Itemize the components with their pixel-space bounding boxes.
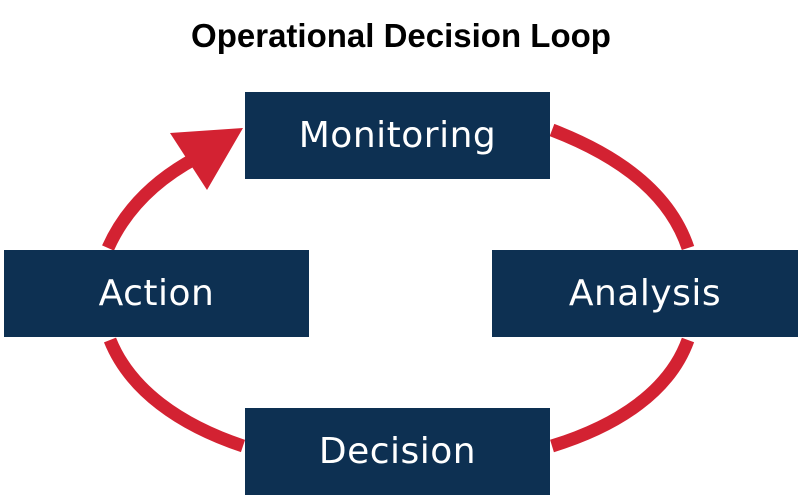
node-decision-label: Decision [318,431,477,472]
diagram-title: Operational Decision Loop [191,17,611,54]
node-action: Action [4,250,309,337]
node-decision: Decision [245,408,550,495]
node-analysis: Analysis [492,250,798,337]
node-analysis-label: Analysis [568,273,722,314]
arc-decision-to-action [103,337,246,453]
node-monitoring-label: Monitoring [298,115,497,156]
arrowhead-icon [170,128,243,190]
arc-action-to-monitoring [102,152,200,251]
arc-analysis-to-decision [550,337,695,453]
node-action-label: Action [98,273,215,314]
arc-monitoring-to-analysis [549,123,695,251]
node-monitoring: Monitoring [245,92,550,179]
